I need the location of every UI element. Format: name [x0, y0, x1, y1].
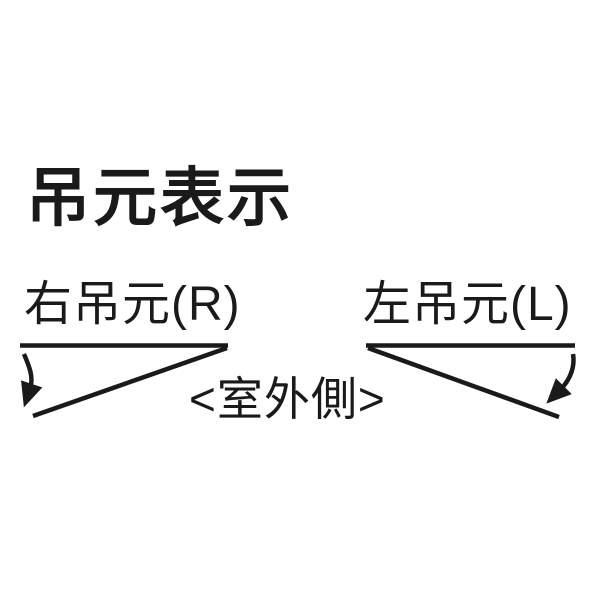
- left-hinge-door-line: [367, 345, 560, 420]
- page-title: 吊元表示: [26, 162, 294, 234]
- right-hinge-swing-arrow-icon: [21, 353, 43, 408]
- outdoor-side-label: <室外側>: [189, 373, 386, 425]
- left-hinge-label: 左吊元(L): [363, 278, 572, 331]
- right-hinge-label: 右吊元(R): [24, 278, 241, 331]
- left-hinge-swing-arrow-icon: [546, 353, 576, 404]
